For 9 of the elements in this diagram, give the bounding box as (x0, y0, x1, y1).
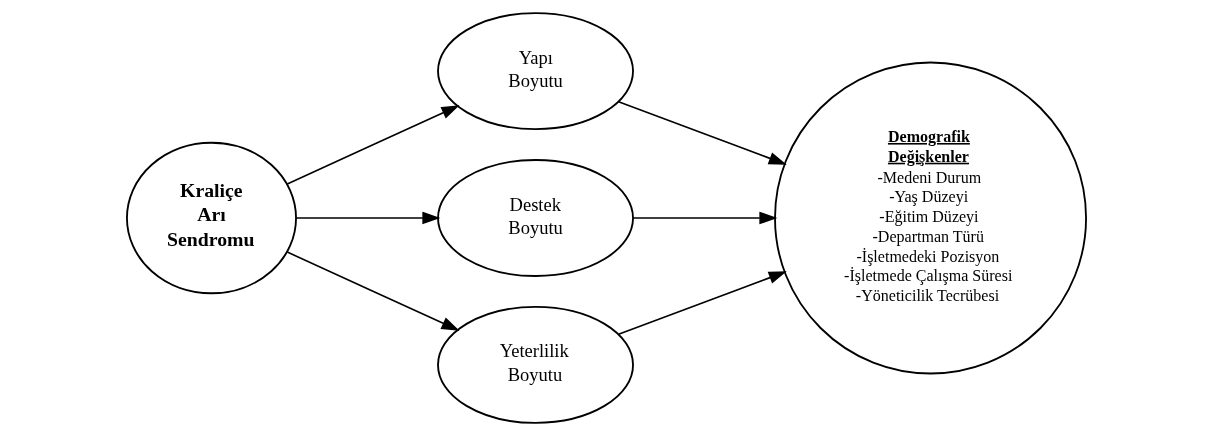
node-ellipse: Kraliçe Arı Sendromu (126, 141, 297, 295)
arrow (286, 105, 460, 185)
arrow (632, 211, 778, 225)
arrow (295, 211, 441, 225)
node-circle: Demografik Değişkenler -Medeni Durum -Yaş Düzeyi -Eğitim Düzeyi -Departman Türü -İşletmedeki Pozisyon -İşletmede Çalışma Süresi -Yöneticilik Tecrübesi (774, 61, 1087, 375)
arrow (617, 100, 787, 165)
arrow (617, 271, 787, 336)
node-ellipse: Destek Boyutu (437, 159, 634, 277)
arrow (286, 251, 460, 331)
